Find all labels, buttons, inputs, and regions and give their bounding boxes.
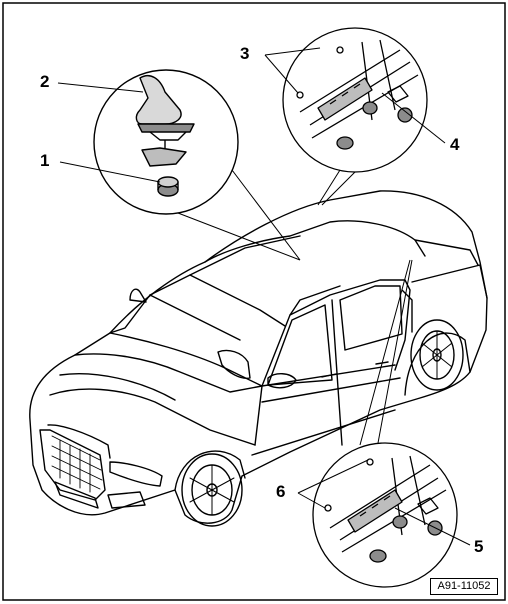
callout-2: 2	[40, 72, 50, 91]
figure-reference: A91-11052	[430, 578, 498, 595]
callout-6: 6	[276, 482, 286, 501]
callout-5: 5	[474, 537, 484, 556]
detail-amplifier-top	[282, 27, 428, 173]
detail-antenna	[93, 69, 239, 215]
callout-3: 3	[240, 44, 250, 63]
callout-1: 1	[40, 151, 50, 170]
leader-lines	[57, 47, 471, 546]
detail-circle-amplifier-bottom	[312, 442, 458, 588]
callout-4: 4	[450, 135, 460, 154]
detail-circle-antenna	[93, 69, 239, 215]
car-illustration	[29, 190, 488, 527]
detail-amplifier-bottom	[312, 442, 458, 588]
